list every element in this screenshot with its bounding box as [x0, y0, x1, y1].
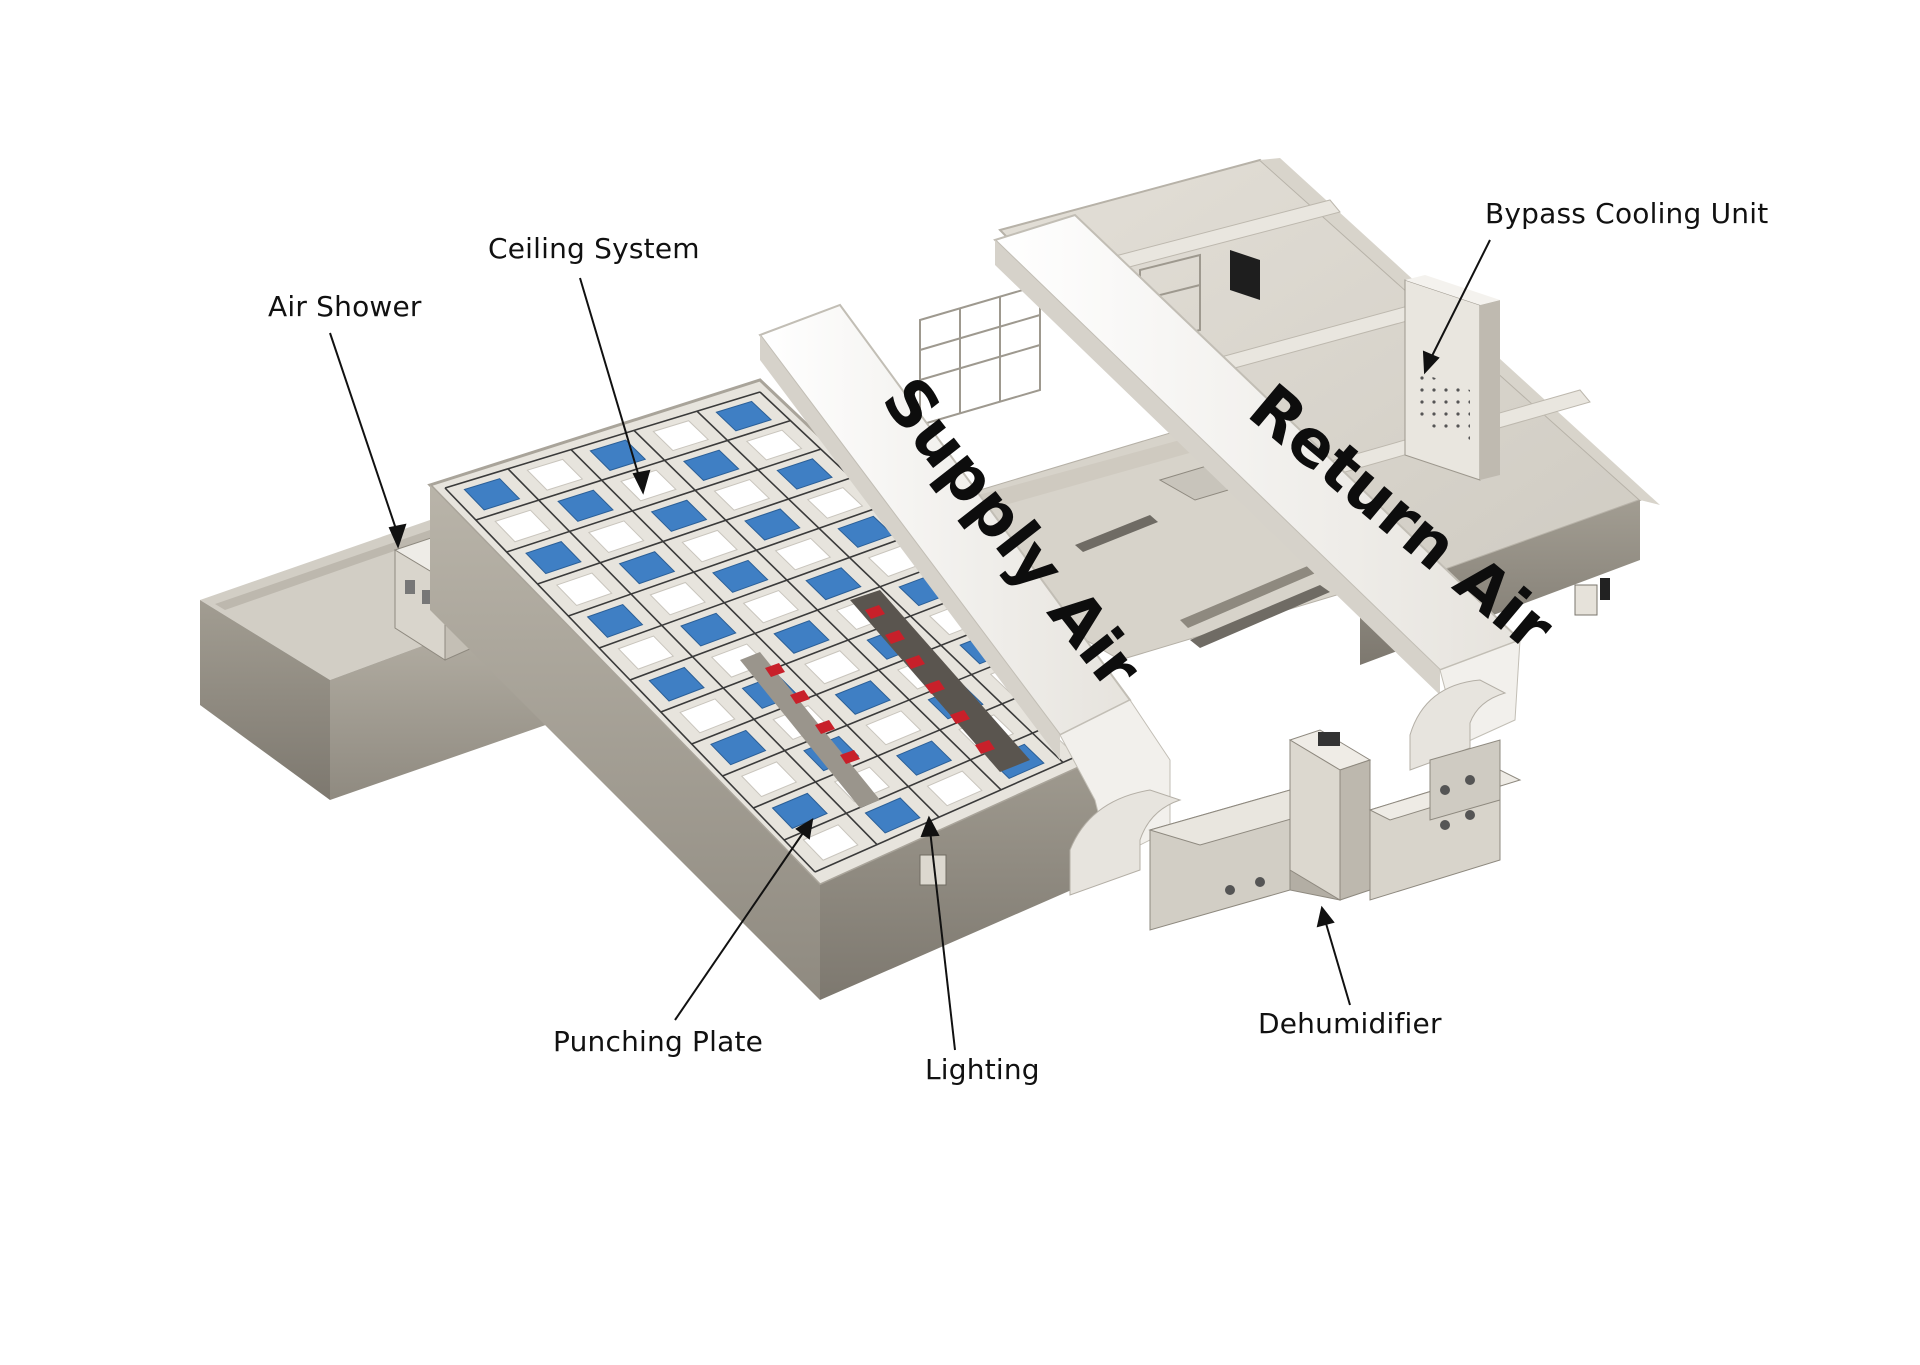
- red-machine: [790, 690, 810, 704]
- red-machine: [815, 720, 835, 734]
- red-machine: [765, 663, 785, 677]
- lighting-panel: [526, 458, 584, 491]
- punching-plate-filter: [771, 792, 828, 829]
- grid-line: [568, 505, 882, 617]
- air-shower-leader: [329, 332, 399, 536]
- punching-plate-filter: [895, 740, 953, 776]
- red-machine: [865, 605, 885, 619]
- grid-line: [753, 677, 1065, 809]
- air-shower-label: Air Shower: [268, 290, 422, 323]
- punching-plate-filter: [773, 620, 830, 654]
- air-shower-arrowhead: [388, 523, 407, 549]
- lighting-panel: [774, 537, 832, 571]
- lighting-panel: [742, 589, 800, 624]
- bypass-cooling-leader: [1429, 239, 1491, 361]
- bypass-cooling-arrowhead: [1422, 350, 1440, 375]
- lighting-leader: [929, 829, 956, 1051]
- red-machine: [840, 750, 860, 764]
- grid-line: [444, 391, 761, 489]
- dehumidifier-leader: [1324, 919, 1351, 1006]
- ceiling-system-leader: [579, 277, 641, 481]
- lighting-panel: [494, 509, 552, 543]
- lighting-panel: [745, 429, 803, 461]
- ceiling-system-label: Ceiling System: [488, 232, 700, 265]
- lighting-arrowhead: [920, 815, 940, 838]
- grid-line: [475, 419, 791, 521]
- punching-plate-filter: [650, 499, 708, 532]
- punching-plate-filter: [715, 400, 773, 432]
- red-machine: [885, 630, 905, 644]
- punching-plate-filter: [744, 508, 801, 541]
- lighting-label: Lighting: [925, 1053, 1040, 1086]
- lighting-panel: [555, 572, 613, 607]
- red-machine: [950, 710, 970, 724]
- leader-lines: [329, 239, 1491, 1051]
- grid-line: [506, 448, 822, 553]
- lighting-panel: [652, 420, 710, 452]
- lighting-panel: [617, 635, 675, 670]
- lighting-panel: [587, 520, 645, 554]
- punching-plate-filter: [680, 612, 737, 647]
- conveyor: [1075, 515, 1330, 648]
- red-machine: [925, 680, 945, 694]
- bypass-cooling-unit-cabinet: [1230, 250, 1500, 481]
- lighting-panel: [804, 650, 861, 685]
- punching-plate-filter: [682, 449, 740, 481]
- lighting-panel: [926, 770, 983, 807]
- grid-line: [537, 476, 852, 585]
- dehumidifier-equipment: [1148, 729, 1522, 931]
- punching-plate-filter: [618, 551, 676, 585]
- punching-plate-filter: [525, 541, 582, 575]
- lighting-panel: [713, 478, 771, 511]
- grid-line: [722, 648, 1035, 777]
- red-machine: [905, 655, 925, 669]
- red-machine: [975, 740, 995, 754]
- lighting-panel: [681, 529, 738, 563]
- return-air-duct: Return Air: [993, 213, 1567, 771]
- lighting-panel: [649, 581, 706, 616]
- punching-plate-filter: [557, 489, 614, 522]
- punching-plate-label: Punching Plate: [553, 1025, 764, 1058]
- dehumidifier-arrowhead: [1316, 905, 1335, 928]
- punching-plate-filter: [463, 478, 521, 511]
- punching-plate-filter: [648, 666, 705, 702]
- punching-plate-filter: [864, 797, 921, 834]
- red-machines: [765, 605, 995, 764]
- grid-line: [691, 619, 1004, 745]
- punching-plate-filter: [586, 603, 644, 638]
- punching-plate-filter: [589, 439, 647, 471]
- punching-plate-filter: [834, 680, 891, 715]
- grid-line: [598, 534, 913, 649]
- punching-plate-leader: [674, 829, 806, 1021]
- punching-plate-arrowhead: [795, 818, 814, 840]
- grid-line: [629, 562, 943, 681]
- dehumidifier-label: Dehumidifier: [1258, 1007, 1442, 1040]
- punching-plate-filter: [776, 458, 833, 490]
- ceiling-system-arrowhead: [632, 469, 651, 495]
- punching-plate-filter: [805, 567, 862, 601]
- lighting-panel: [679, 698, 736, 734]
- punching-plate-filter: [710, 729, 767, 766]
- bypass-cooling-unit-label: Bypass Cooling Unit: [1485, 197, 1769, 230]
- grid-line: [660, 591, 974, 713]
- punching-plate-filter: [712, 559, 769, 593]
- lighting-panel: [865, 710, 922, 746]
- lighting-panel: [740, 761, 798, 798]
- lighting-panel: [802, 824, 859, 861]
- lighting-panel: [806, 487, 864, 519]
